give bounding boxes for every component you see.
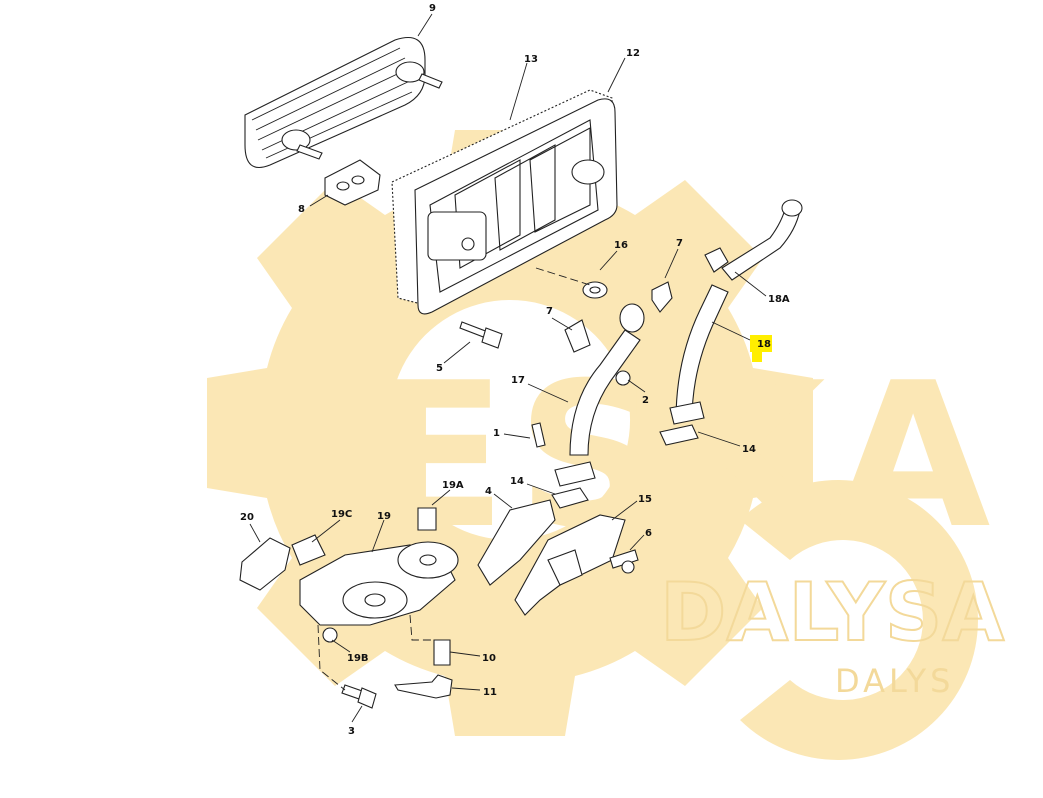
cooler-port-lower [281,129,311,151]
filter-head-19 [299,541,459,626]
callout-19[interactable]: 19 [377,511,391,522]
plug-19B [322,627,338,643]
callout-19A[interactable]: 19A [442,480,464,491]
callout-8[interactable]: 8 [298,204,305,215]
bolt-6 [609,549,639,574]
callout-2[interactable]: 2 [642,395,649,406]
callout-20[interactable]: 20 [240,512,254,523]
fitting-19C [291,534,326,566]
callout-14-left[interactable]: 14 [510,476,524,487]
adapter-15 [514,514,626,616]
callout-10[interactable]: 10 [482,653,496,664]
tube-18 [669,199,803,425]
fitting-10 [433,639,451,666]
cover-12 [414,98,618,315]
watermark-subtitle: DALYS [835,662,954,700]
callout-9[interactable]: 9 [429,3,436,14]
callout-19C[interactable]: 19C [331,509,352,520]
cover-port [571,159,605,185]
bolt-1 [531,422,546,448]
callout-18[interactable]: 18 [757,339,771,350]
callout-19B[interactable]: 19B [347,653,369,664]
callout-16[interactable]: 16 [614,240,628,251]
gaskets-14 [551,424,699,509]
clip-7 [651,281,673,313]
callout-7-lower[interactable]: 7 [546,306,553,317]
callout-15[interactable]: 15 [638,494,652,505]
callout-18A[interactable]: 18A [768,294,790,305]
fitting-19A [417,507,437,531]
highlight-marker [750,335,772,362]
callouts: 9 13 12 8 16 7 18A 7 18 5 17 2 1 14 14 1… [240,3,790,737]
callout-17[interactable]: 17 [511,375,525,386]
watermark: ESKA DALYSA DALYS [207,130,1005,760]
callout-3[interactable]: 3 [348,726,355,737]
gasket-20 [239,537,291,591]
tube-17 [554,303,645,487]
callout-6[interactable]: 6 [645,528,652,539]
sender-11 [394,674,453,699]
callout-18-highlight [750,335,772,362]
callout-14-right[interactable]: 14 [742,444,756,455]
callout-4[interactable]: 4 [485,486,492,497]
nut-2 [615,370,631,386]
bracket-4 [477,499,556,586]
oil-cooler-9 [244,36,443,169]
callout-1[interactable]: 1 [493,428,500,439]
gasket-8 [324,159,381,206]
cooler-port-upper [395,61,425,83]
bolt-3 [341,684,377,709]
watermark-brand-outline: DALYSA [660,566,1004,659]
callout-11[interactable]: 11 [483,687,497,698]
leader-lines [249,13,767,723]
callout-7-upper[interactable]: 7 [676,238,683,249]
bolt-5 [459,321,503,349]
callout-13[interactable]: 13 [524,54,538,65]
washer-16 [582,281,608,299]
callout-12[interactable]: 12 [626,48,640,59]
callout-5[interactable]: 5 [436,363,443,374]
